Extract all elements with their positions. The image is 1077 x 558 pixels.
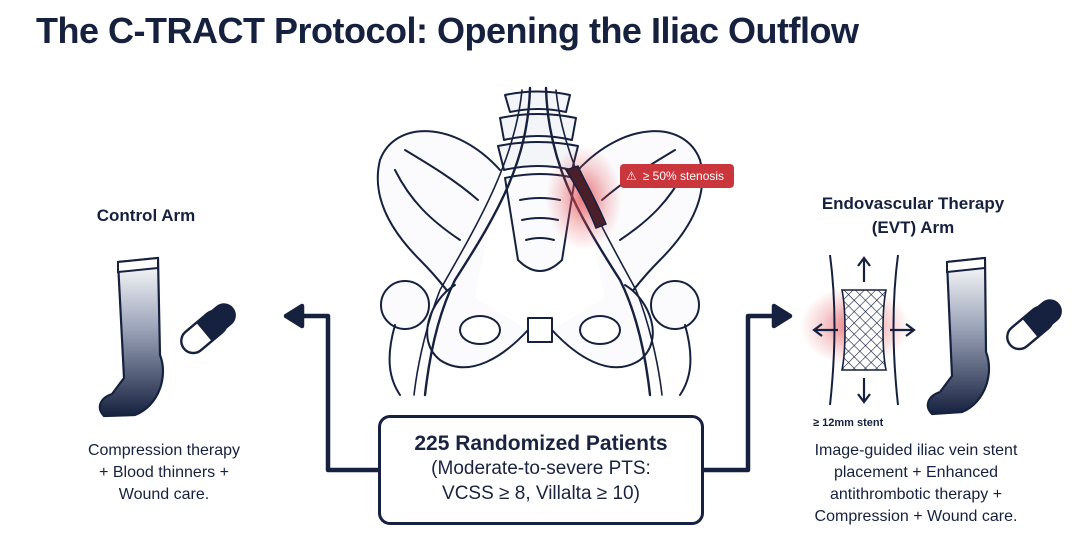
stenosis-label: ≥ 50% stenosis	[642, 169, 725, 183]
arrow-left-icon	[283, 303, 378, 473]
page-title: The C-TRACT Protocol: Opening the Iliac …	[36, 10, 859, 51]
evt-desc-line: Image-guided iliac vein stent	[814, 442, 1018, 459]
stenosis-segment	[564, 165, 607, 229]
evt-desc-line: antithrombotic therapy +	[829, 486, 1003, 503]
evt-arm-description: Image-guided iliac vein stent placement …	[778, 440, 1054, 528]
pill-capsule-icon	[180, 303, 236, 355]
evt-desc-line: placement + Enhanced	[833, 464, 999, 481]
pill-capsule-icon	[1006, 299, 1062, 351]
pelvis-illustration	[376, 86, 704, 397]
randomization-criteria-line: VCSS ≥ 8, Villalta ≥ 10)	[442, 483, 640, 504]
stent-size-label: ≥ 12mm stent	[813, 417, 884, 429]
compression-sock-icon	[98, 256, 165, 418]
randomization-criteria-line: (Moderate-to-severe PTS:	[431, 458, 651, 479]
stenosis-badge: ⚠ ≥ 50% stenosis	[620, 164, 735, 188]
stent-icon	[800, 254, 916, 406]
randomization-box: 225 Randomized Patients (Moderate-to-sev…	[378, 415, 704, 525]
compression-sock-icon	[926, 256, 991, 416]
control-desc-line: Compression therapy	[87, 442, 241, 459]
evt-arm-heading: Endovascular Therapy (EVT) Arm	[786, 192, 1040, 240]
evt-desc-line: Compression + Wound care.	[814, 508, 1018, 525]
control-arm-heading: Control Arm	[96, 206, 196, 225]
randomization-headline: 225 Randomized Patients	[414, 432, 668, 455]
control-desc-line: Wound care.	[118, 486, 210, 503]
evt-heading-line: Endovascular Therapy	[821, 194, 1005, 213]
evt-heading-line: (EVT) Arm	[871, 218, 955, 237]
control-arm-description: Compression therapy + Blood thinners + W…	[60, 440, 268, 506]
arrow-right-icon	[704, 303, 793, 473]
control-desc-line: + Blood thinners +	[99, 464, 229, 481]
warning-icon: ⚠	[626, 169, 637, 183]
